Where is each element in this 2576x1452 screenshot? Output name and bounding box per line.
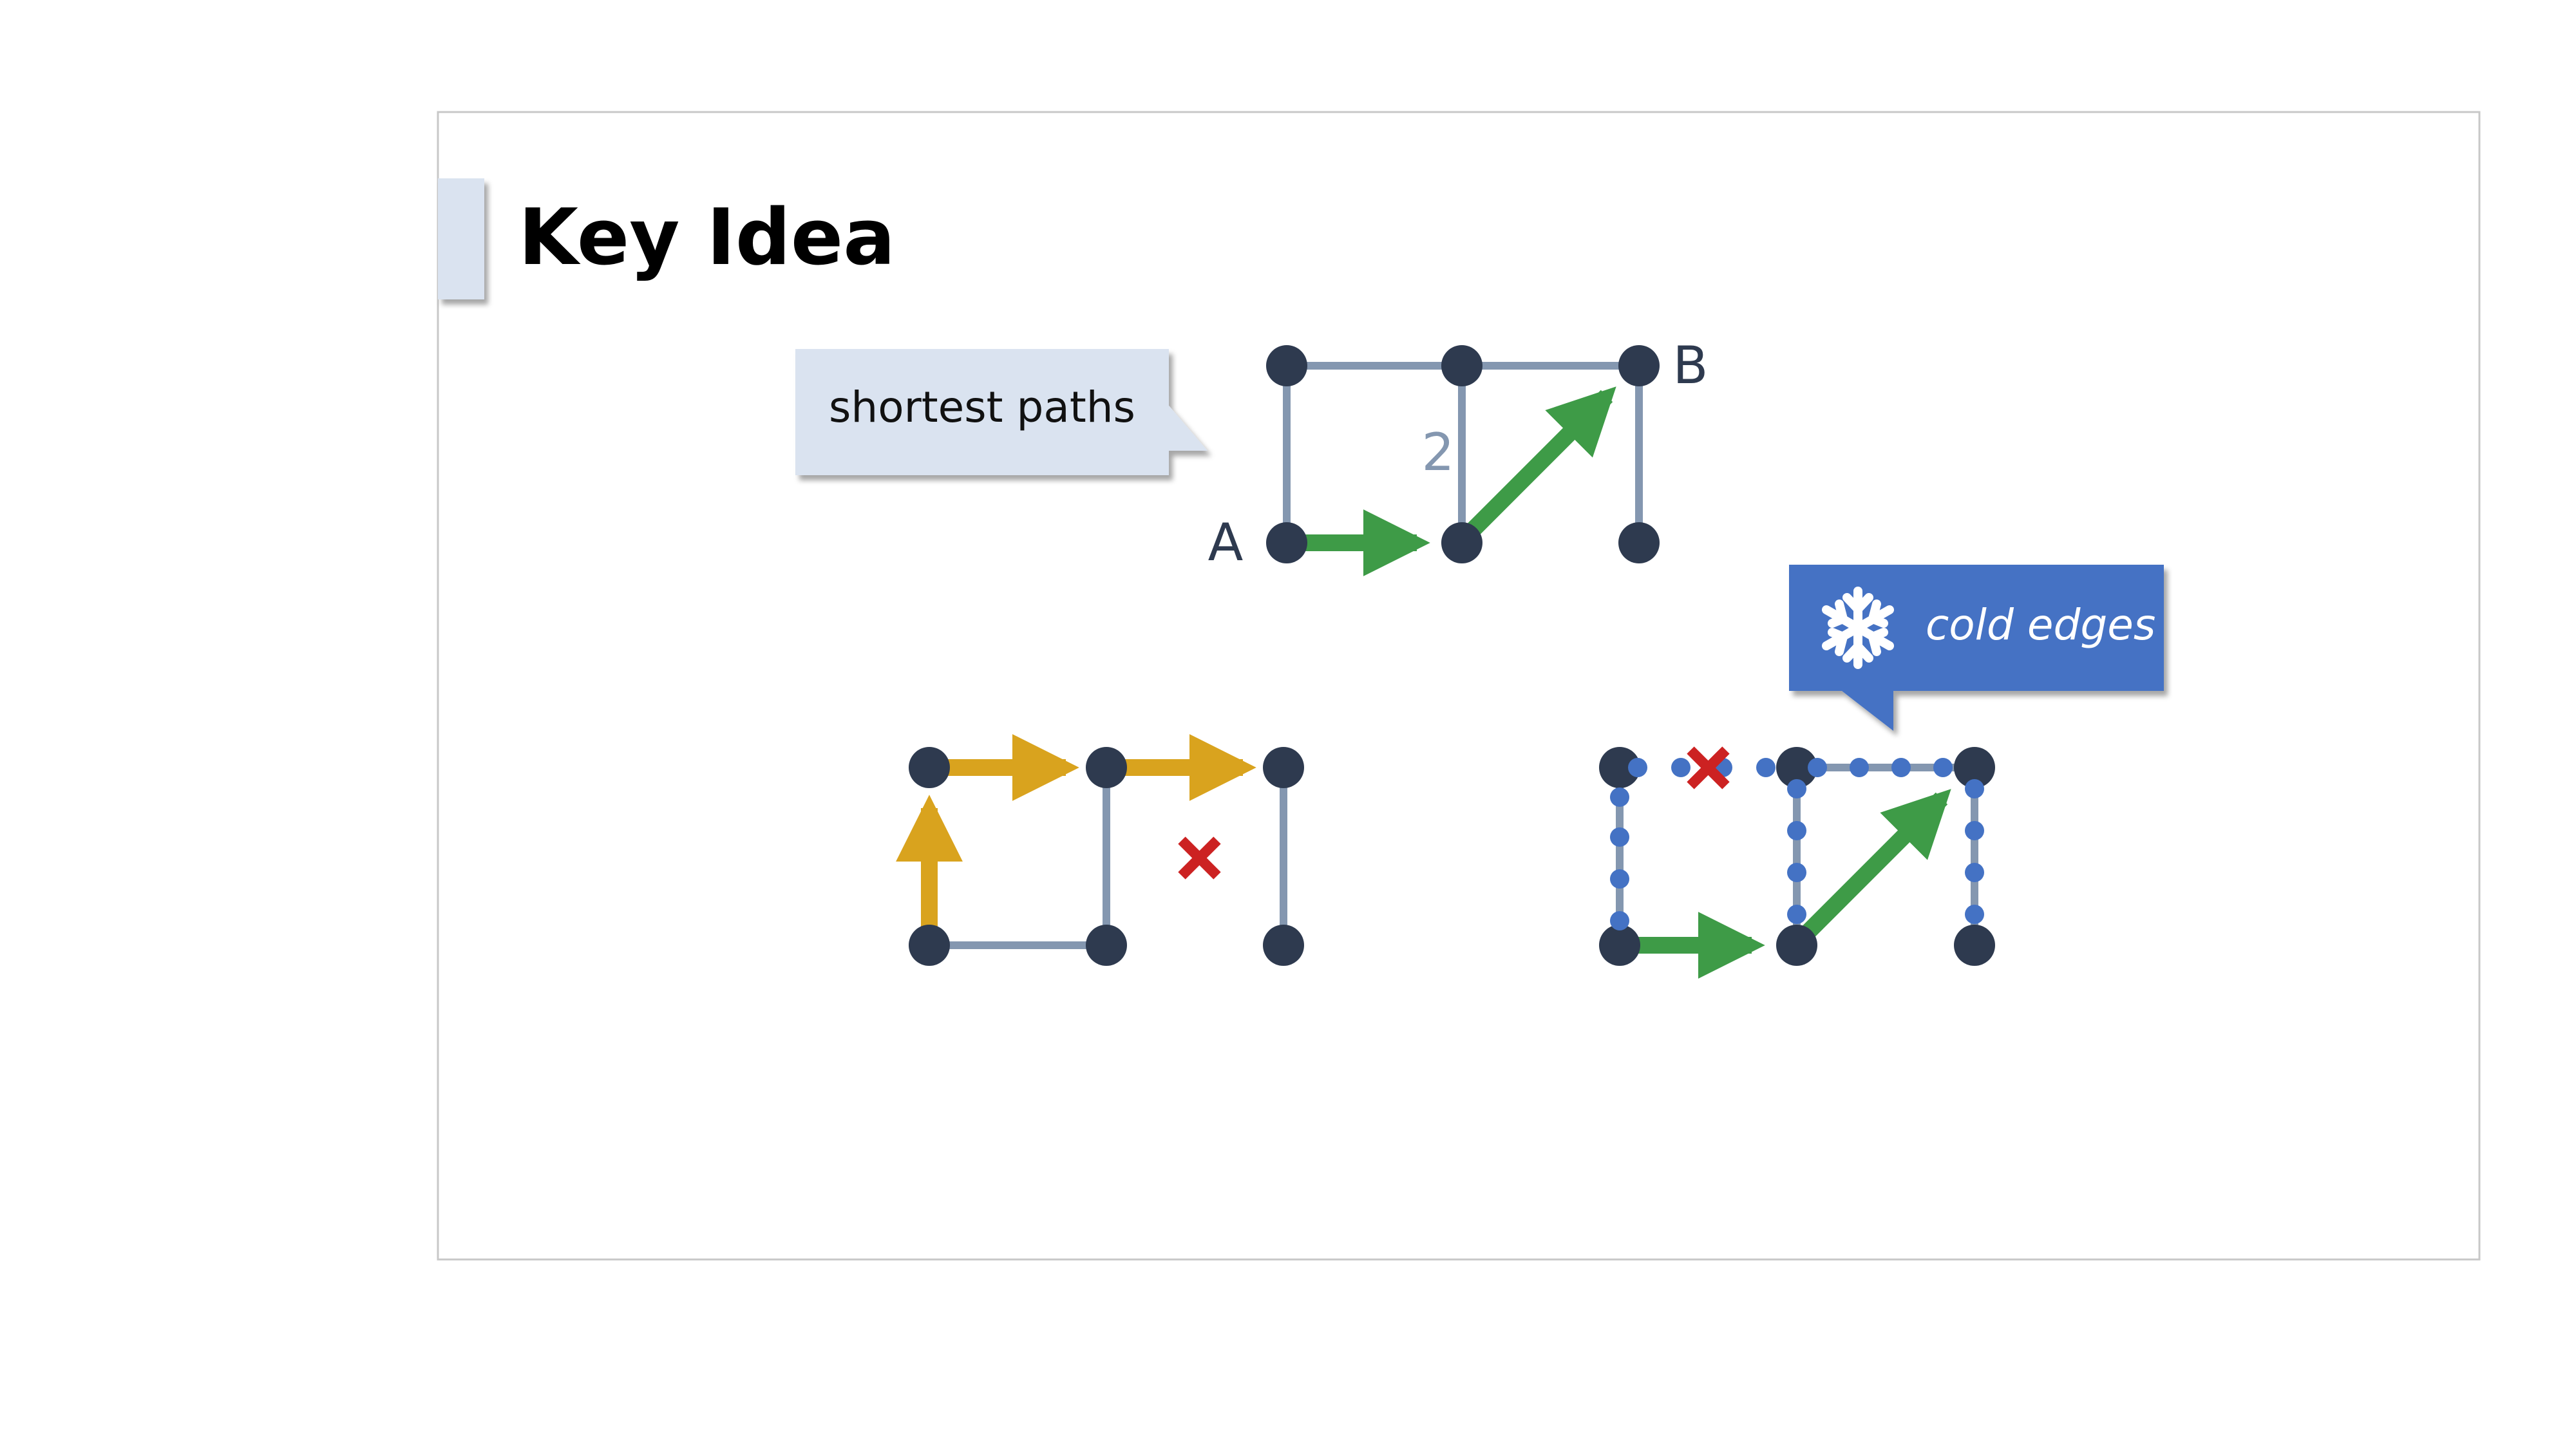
cold-dot bbox=[1756, 758, 1776, 777]
cold-dot bbox=[1671, 758, 1690, 777]
node-label-a: A bbox=[1208, 513, 1244, 572]
top-graph-edges bbox=[1283, 362, 1643, 547]
path-arrow-diagonal bbox=[1797, 789, 1951, 943]
bottom-left-nodes bbox=[909, 747, 1304, 966]
top-graph: 2 A B bbox=[1208, 335, 1709, 576]
node bbox=[1441, 522, 1482, 563]
cold-dot bbox=[1787, 821, 1806, 840]
bottom-left-graph bbox=[896, 734, 1304, 966]
node-b bbox=[1618, 345, 1660, 386]
node bbox=[1086, 747, 1127, 788]
bottom-left-path bbox=[896, 734, 1256, 930]
cold-dot bbox=[1850, 758, 1869, 777]
bottom-left-edges bbox=[925, 764, 1287, 949]
node bbox=[909, 925, 950, 966]
cold-dot bbox=[1965, 821, 1984, 840]
cold-dot bbox=[1891, 758, 1911, 777]
path-arrow-mid-to-b bbox=[1462, 386, 1616, 541]
node bbox=[1954, 747, 1995, 788]
page-title: Key Idea bbox=[518, 193, 895, 283]
cold-dot bbox=[1965, 779, 1984, 798]
node bbox=[1441, 345, 1482, 386]
top-graph-nodes bbox=[1266, 345, 1660, 563]
node-label-b: B bbox=[1673, 335, 1709, 395]
bottom-right-nodes bbox=[1599, 747, 1995, 966]
top-graph-path bbox=[1297, 386, 1616, 576]
cold-dot bbox=[1610, 911, 1629, 930]
cold-dot bbox=[1787, 863, 1806, 882]
snowflake-icon bbox=[1822, 587, 1894, 669]
title-tab bbox=[438, 178, 484, 299]
cold-dot bbox=[1610, 827, 1629, 847]
removed-edge-cross-icon bbox=[1178, 836, 1221, 880]
cold-dot bbox=[1628, 758, 1647, 777]
cold-dot bbox=[1933, 758, 1953, 777]
node bbox=[1618, 522, 1660, 563]
removed-edge-cross-icon bbox=[1687, 746, 1730, 789]
shortest-paths-label: shortest paths bbox=[829, 382, 1135, 432]
cold-edges-label: cold edges bbox=[1926, 600, 2155, 650]
node bbox=[1263, 925, 1304, 966]
node bbox=[1263, 747, 1304, 788]
cold-dot bbox=[1808, 758, 1827, 777]
node bbox=[1086, 925, 1127, 966]
bottom-right-path bbox=[1629, 789, 1951, 979]
node-a bbox=[1266, 522, 1307, 563]
node bbox=[1599, 925, 1640, 966]
node bbox=[1776, 747, 1817, 788]
shortest-paths-callout bbox=[795, 349, 1208, 475]
node bbox=[1954, 925, 1995, 966]
cold-dot bbox=[1965, 905, 1984, 924]
bottom-right-graph bbox=[1599, 746, 1995, 979]
cold-dot bbox=[1610, 787, 1629, 807]
node bbox=[1266, 345, 1307, 386]
cold-dot bbox=[1965, 863, 1984, 882]
cold-dot bbox=[1610, 869, 1629, 889]
cold-edges-callout bbox=[1789, 565, 2164, 731]
node bbox=[1599, 747, 1640, 788]
cold-dot bbox=[1787, 779, 1806, 798]
node bbox=[909, 747, 950, 788]
node bbox=[1776, 925, 1817, 966]
slide-frame bbox=[437, 111, 2481, 1261]
edge-weight-label: 2 bbox=[1422, 422, 1455, 482]
cold-dot bbox=[1787, 905, 1806, 924]
